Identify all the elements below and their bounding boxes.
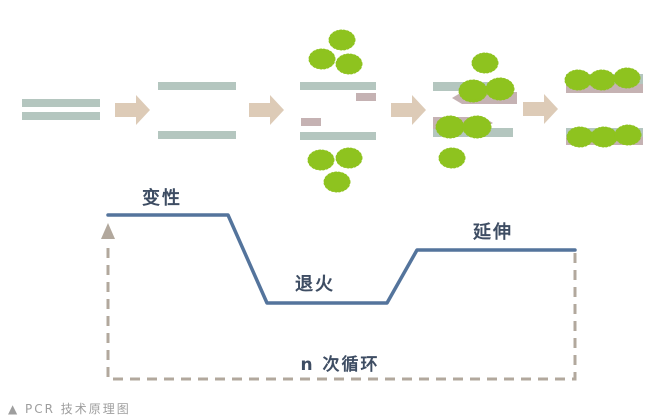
primer-top-icon (356, 93, 376, 101)
extension-label: 延伸 (472, 221, 513, 243)
polymerase-blob-icon (564, 69, 592, 91)
polymerase-blob-icon (328, 29, 356, 51)
template-duplex-top-strand-icon (22, 99, 100, 107)
polymerase-blob-icon (462, 115, 492, 139)
flow-arrow-2-icon (249, 95, 284, 125)
polymerase-blob-icon (335, 53, 363, 75)
polymerase-blob-icon (438, 147, 466, 169)
polymerase-blob-icon (485, 77, 515, 101)
figure-caption: ▲ PCR 技术原理图 (8, 402, 131, 416)
denaturation-label: 变性 (142, 187, 182, 209)
flow-arrow-3-icon (391, 95, 426, 125)
polymerase-blob-icon (566, 126, 594, 148)
cycle-return-dashed-path (106, 241, 577, 381)
polymerase-blob-icon (307, 149, 335, 171)
annealing-label: 退火 (295, 274, 335, 295)
flow-arrow-4-icon (523, 94, 558, 124)
polymerase-blob-icon (590, 126, 618, 148)
polymerase-blob-icon (308, 48, 336, 70)
primer-bottom-icon (301, 118, 321, 126)
n-cycles-label: n 次循环 (300, 354, 379, 375)
polymerase-blob-icon (588, 69, 616, 91)
annealing-top-strand-icon (300, 82, 376, 90)
polymerase-blob-icon (471, 52, 499, 74)
polymerase-blob-icon (458, 79, 488, 103)
template-duplex-bottom-strand-icon (22, 112, 100, 120)
denatured-top-strand-icon (158, 82, 236, 90)
polymerase-blob-icon (613, 67, 641, 89)
denatured-bottom-strand-icon (158, 131, 236, 139)
annealing-bottom-strand-icon (300, 132, 376, 140)
temperature-curve (106, 213, 577, 305)
flow-arrow-1-icon (115, 95, 150, 125)
polymerase-blob-icon (435, 115, 465, 139)
cycle-return-arrowhead-icon (101, 223, 115, 239)
flow-arrow-layer (115, 94, 558, 125)
polymerase-blob-icon (614, 124, 642, 146)
polymerase-blob-icon (323, 171, 351, 193)
polymerase-layer (307, 29, 642, 193)
polymerase-blob-icon (335, 147, 363, 169)
